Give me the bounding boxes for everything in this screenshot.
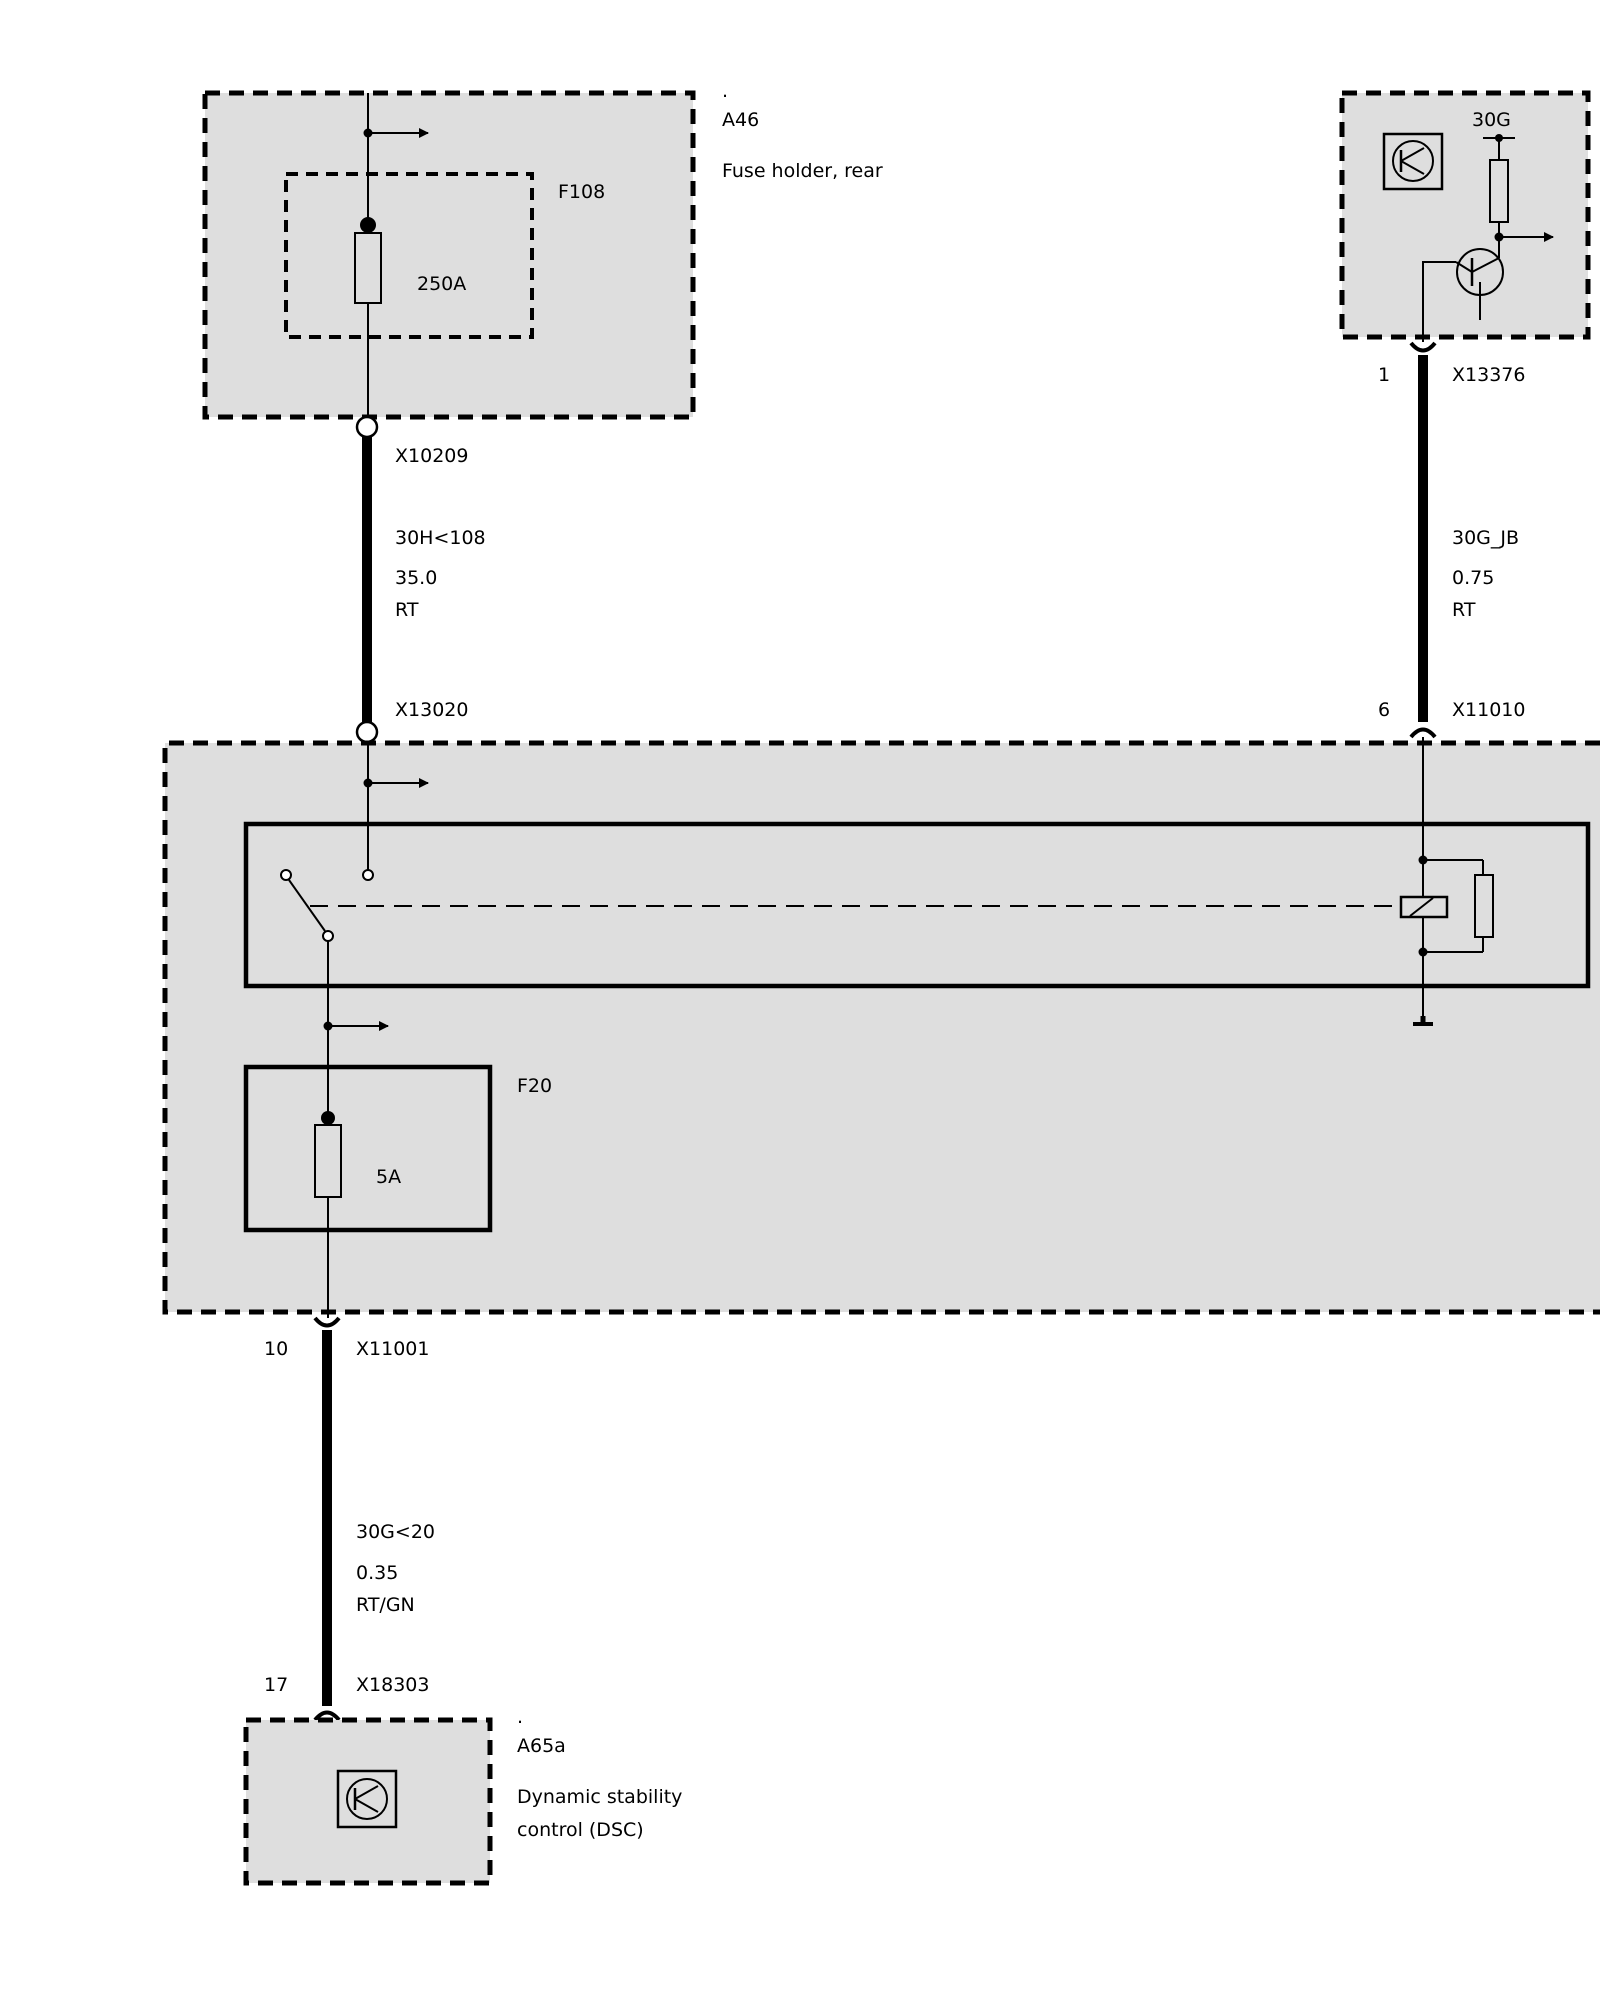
a65a-description-line1: Dynamic stability (517, 1786, 682, 1808)
a46-dot: . (722, 80, 728, 102)
wire-left-upper-gauge: 35.0 (395, 567, 437, 589)
connector-x13376-plug-icon (1409, 341, 1437, 353)
f108-label: F108 (558, 181, 605, 203)
wire-bottom-color: RT/GN (356, 1594, 415, 1616)
ground-icon (1413, 1016, 1433, 1026)
connector-x11010-label: X11010 (1452, 699, 1525, 721)
wire-right-upper-color: RT (1452, 599, 1476, 621)
control-unit-transistor-icon (1382, 132, 1444, 191)
a65a-dot: . (517, 1706, 523, 1728)
a65a-description-line2: control (DSC) (517, 1819, 644, 1841)
f108-rating: 250A (417, 273, 466, 295)
fuse-holder-a46 (202, 90, 696, 420)
a46-module-box (202, 90, 696, 420)
wire-left-upper-color: RT (395, 599, 419, 621)
a65a-module-box (243, 1717, 493, 1886)
connector-x18303-label: X18303 (356, 1674, 429, 1696)
relay-coil-icon (1399, 855, 1494, 1024)
f108-fuse-box (284, 172, 534, 339)
wire-right-upper-signal: 30G_JB (1452, 527, 1519, 549)
relay-box (243, 821, 1591, 989)
fuse-icon (314, 1124, 342, 1198)
a65a-id: A65a (517, 1735, 566, 1757)
dsc-module-a65a (243, 1717, 493, 1886)
connector-x10209-label: X10209 (395, 445, 468, 467)
connector-x10209-eyelet-icon (355, 415, 379, 439)
wire-right-upper-gauge: 0.75 (1452, 567, 1494, 589)
connector-x11010-pin: 6 (1378, 699, 1390, 721)
relay-switch-icon (280, 869, 1400, 942)
f20-rating: 5A (376, 1166, 401, 1188)
connector-x18303-plug-icon (313, 1710, 341, 1722)
wire-bottom-signal: 30G<20 (356, 1521, 435, 1543)
connector-x11001-plug-icon (313, 1316, 341, 1328)
junction-box-outline (162, 740, 1600, 1315)
connector-x18303-pin: 17 (264, 1674, 288, 1696)
a46-id: A46 (722, 109, 759, 131)
wire-left-upper-signal: 30H<108 (395, 527, 486, 549)
wire-bottom-gauge: 0.35 (356, 1562, 398, 1584)
junction-box-module (162, 737, 1600, 1318)
control-unit-transistor-icon (336, 1769, 398, 1829)
connector-x11001-pin: 10 (264, 1338, 288, 1360)
connector-x11010-plug-icon (1409, 727, 1437, 739)
supply-module-box (1339, 90, 1591, 340)
f20-fuse-box (243, 1064, 493, 1233)
connector-x11001-label: X11001 (356, 1338, 429, 1360)
connector-x13376-pin: 1 (1378, 364, 1390, 386)
f20-label: F20 (517, 1075, 552, 1097)
transistor-icon (1455, 248, 1504, 320)
connector-x13020-label: X13020 (395, 699, 468, 721)
connector-x13376-label: X13376 (1452, 364, 1525, 386)
supply-terminal-30g: 30G (1472, 109, 1511, 131)
a46-description: Fuse holder, rear (722, 160, 883, 182)
supply-module-30g (1339, 90, 1591, 342)
connector-x13020-eyelet-icon (355, 720, 379, 744)
